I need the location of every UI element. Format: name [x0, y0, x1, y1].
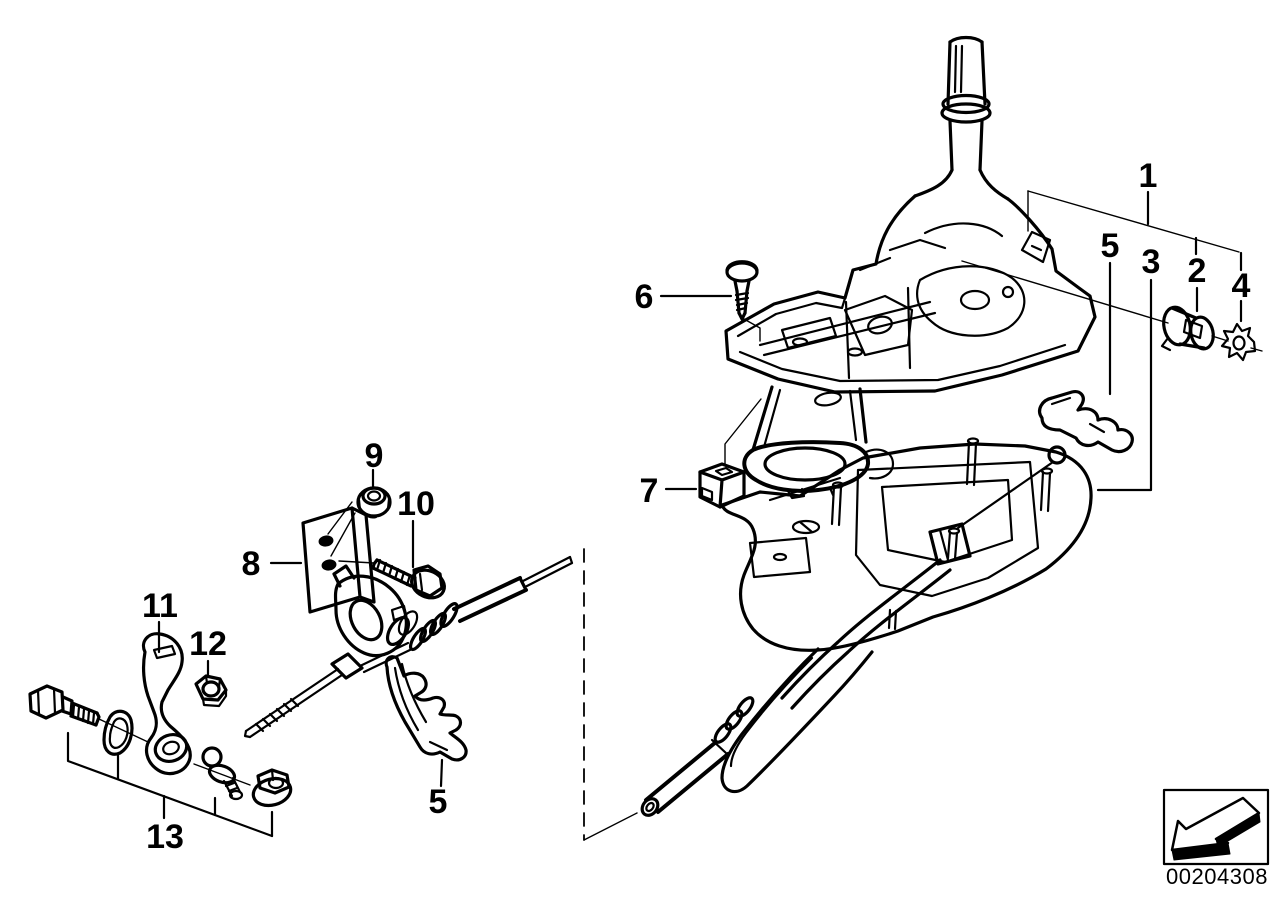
cable-end-ball — [1047, 445, 1067, 465]
star-washer-4 — [1220, 322, 1257, 362]
callout-3: 3 — [1141, 243, 1161, 281]
upper-housing — [724, 194, 1097, 394]
callout-5-bottom: 5 — [428, 783, 448, 821]
retaining-clip-5-top — [1038, 390, 1134, 454]
callout-12: 12 — [189, 625, 227, 663]
selector-lever-11 — [141, 632, 192, 776]
bracket-8 — [301, 506, 376, 614]
callout-7: 7 — [639, 472, 659, 510]
callout-13: 13 — [146, 818, 184, 856]
cable-channel-tail — [720, 647, 874, 794]
bushing-2 — [1160, 305, 1215, 352]
funnel-bearing-ring — [742, 385, 895, 500]
leader-lines — [66, 190, 1263, 841]
shift-cable — [640, 445, 1067, 817]
hex-nut-12 — [194, 674, 228, 708]
corner-arrow-icon — [1170, 796, 1261, 861]
callout-6: 6 — [634, 278, 654, 316]
clip-mount-bracket — [1020, 230, 1052, 264]
callout-1: 1 — [1138, 157, 1158, 195]
flange-nut-9 — [356, 486, 392, 519]
screw-10 — [371, 558, 446, 600]
stamp-border — [1162, 788, 1270, 866]
callout-5-top: 5 — [1100, 227, 1120, 265]
seal-washer — [102, 709, 134, 756]
cable-adjuster — [928, 522, 972, 566]
callout-2: 2 — [1187, 252, 1207, 290]
screw-6 — [725, 260, 759, 321]
guide-clip-5-bottom — [384, 655, 468, 762]
shift-lever-shaft — [913, 35, 1010, 201]
ball-pin — [201, 746, 223, 768]
callout-8: 8 — [241, 545, 261, 583]
part-number: 00204308 — [1166, 864, 1268, 889]
direction-stamp — [1162, 788, 1270, 866]
fastener-group-13 — [28, 684, 293, 808]
base-plate — [720, 437, 1093, 794]
callout-11: 11 — [142, 587, 178, 625]
callout-10: 10 — [397, 485, 435, 523]
callout-9: 9 — [364, 437, 384, 475]
cable-sheath-mouth — [640, 797, 660, 817]
hex-bolt — [28, 684, 65, 720]
cable-crank-assembly — [243, 555, 574, 739]
callout-4: 4 — [1231, 267, 1251, 305]
